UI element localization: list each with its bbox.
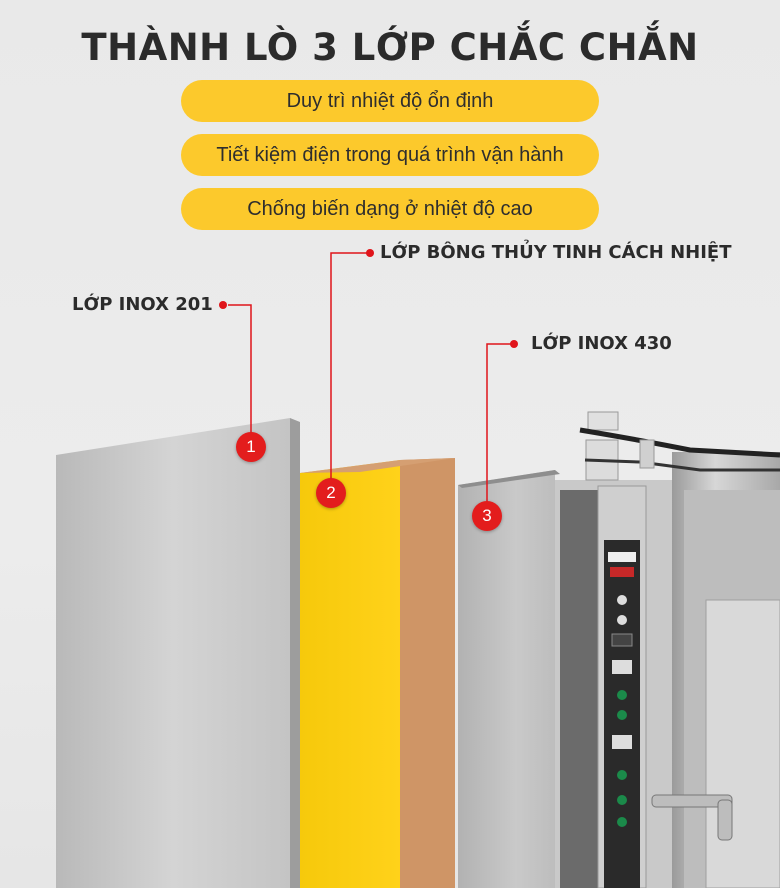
layer-glass-wool [300, 458, 455, 888]
oven-body [555, 411, 780, 888]
layer-inox-201 [56, 418, 300, 888]
page-title: THÀNH LÒ 3 LỚP CHẮC CHẮN [81, 26, 699, 69]
leader-lines [228, 252, 514, 516]
feature-pill-3: Chống biến dạng ở nhiệt độ cao [181, 188, 599, 230]
layer-1-label: LỚP INOX 201 [72, 294, 213, 315]
layer-3-marker: 3 [472, 501, 502, 531]
layer-2-marker: 2 [316, 478, 346, 508]
feature-pill-2: Tiết kiệm điện trong quá trình vận hành [181, 134, 599, 176]
layer-1-marker: 1 [236, 432, 266, 462]
layer-2-label: LỚP BÔNG THỦY TINH CÁCH NHIỆT [380, 242, 732, 263]
layer-3-label: LỚP INOX 430 [531, 333, 672, 354]
feature-pill-1: Duy trì nhiệt độ ổn định [181, 80, 599, 122]
layer-inox-430 [458, 470, 560, 888]
layer-1-dot [219, 301, 227, 309]
layer-2-dot [366, 249, 374, 257]
layer-3-dot [510, 340, 518, 348]
